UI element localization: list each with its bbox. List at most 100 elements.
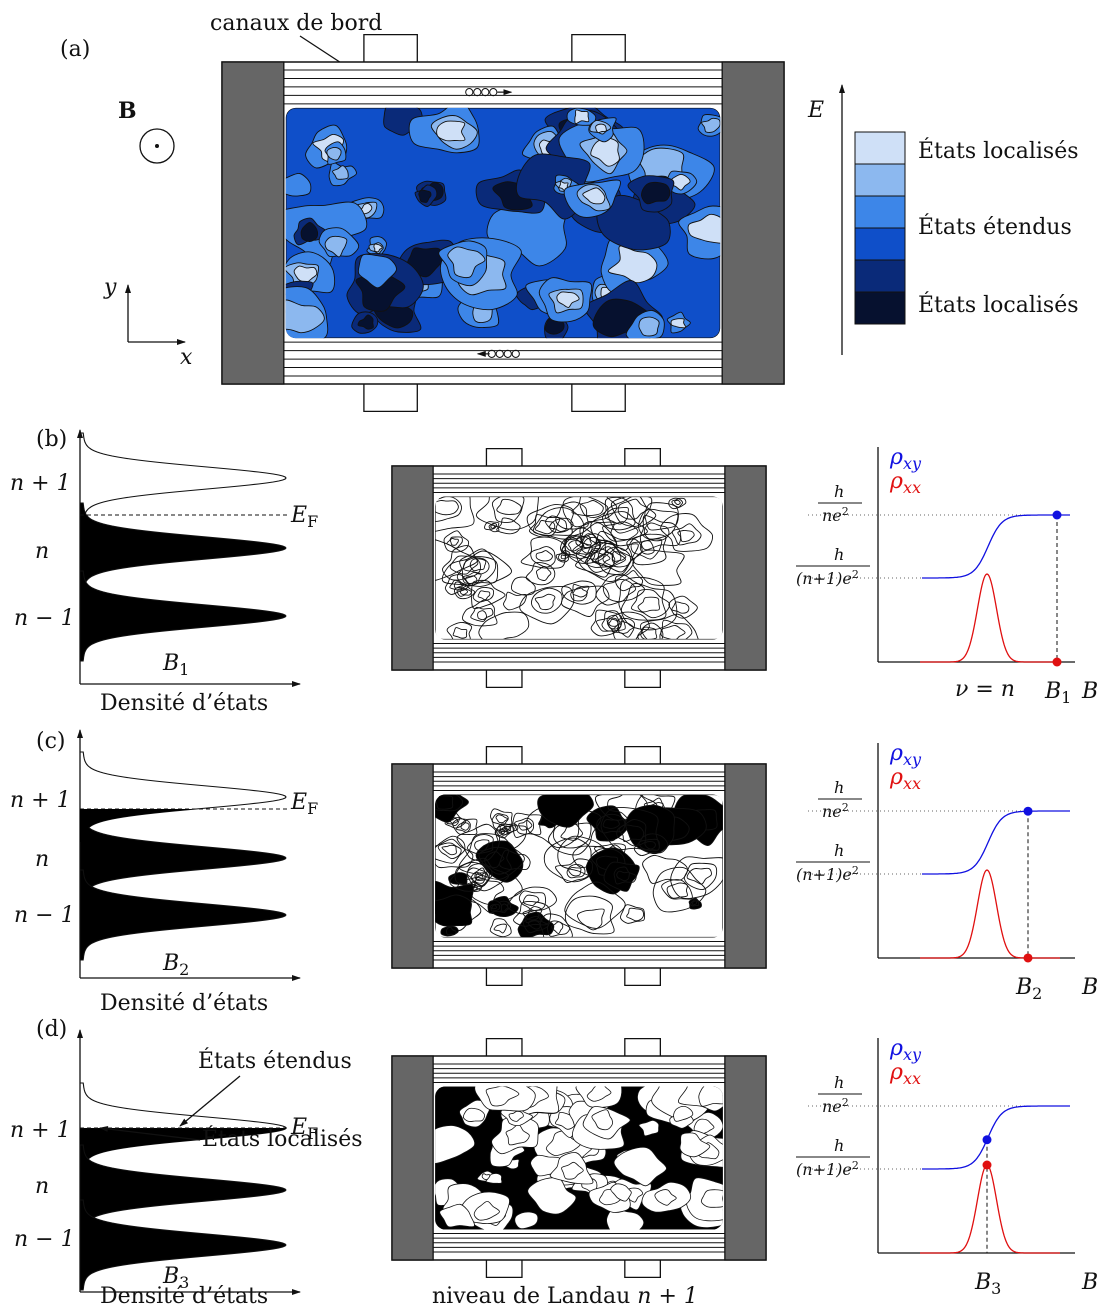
equipotential-contour <box>472 587 495 603</box>
equipotential-contour <box>595 551 615 568</box>
empty-island <box>527 1177 577 1215</box>
source-contact <box>221 61 285 385</box>
equipotential-contour <box>460 822 470 831</box>
drain-contact <box>724 1055 767 1261</box>
potential-hill <box>326 147 342 161</box>
equipotential-contour <box>465 575 478 585</box>
equipotential-contour <box>618 824 645 843</box>
equipotential-contour <box>640 613 700 640</box>
equipotential-contour <box>441 844 457 856</box>
potential-hill <box>293 265 318 283</box>
filled-puddle <box>616 870 630 882</box>
field-label-d: B3 <box>162 1264 189 1292</box>
extended-states-label: États étendus <box>198 1047 352 1074</box>
equipotential-contour <box>505 1124 530 1146</box>
rho-xy-marker <box>982 1135 992 1145</box>
drain-contact <box>721 61 785 385</box>
equipotential-contour <box>643 522 670 542</box>
equipotential-contour <box>563 537 585 552</box>
panel-b: (b) n + 1 n n − 1 EF B1 Densité d’états … <box>10 427 1098 716</box>
equipotential-contour <box>560 554 567 560</box>
fermi-label-b: EF <box>290 503 318 531</box>
equipotential-contour <box>561 585 610 617</box>
potential-hill <box>670 318 687 329</box>
equipotential-contour <box>477 610 488 621</box>
equipotential-contour <box>579 520 617 549</box>
voltage-probe-top <box>363 33 418 62</box>
cyclotron-orbit <box>503 349 512 358</box>
localized-states-label: États localisés <box>202 1125 363 1152</box>
legend-swatch <box>854 163 906 197</box>
level-n-c: n <box>35 847 49 872</box>
equipotential-contour <box>586 1086 612 1102</box>
equipotential-contour <box>616 621 634 634</box>
field-marker-label: B2 <box>1015 975 1042 1003</box>
rho-xy-label: ρxy <box>889 1036 922 1064</box>
legend-swatch <box>854 259 906 293</box>
equipotential-contour <box>693 1118 715 1135</box>
rho-xy-marker <box>1052 510 1062 520</box>
equipotential-contour <box>564 881 626 929</box>
equipotential-contour <box>534 593 556 611</box>
equipotential-contour <box>671 498 684 508</box>
equipotential-contour <box>639 515 682 551</box>
x-axis-label: x <box>180 345 193 370</box>
empty-island <box>514 1211 539 1230</box>
equipotential-contour <box>495 814 509 824</box>
field-label-b: B1 <box>162 651 189 679</box>
fermi-label-c: EF <box>290 790 318 818</box>
equipotential-contour <box>443 530 470 553</box>
equipotential-contour <box>579 535 592 546</box>
equipotential-contour <box>453 581 463 589</box>
empty-island <box>638 1119 660 1137</box>
potential-hill <box>285 172 312 197</box>
equipotential-contour <box>616 819 647 847</box>
cyclotron-orbit <box>489 88 498 97</box>
dos-plot-b <box>77 429 301 687</box>
filled-puddle <box>435 894 473 927</box>
equipotential-contour <box>610 496 653 527</box>
y-axis-label: y <box>103 275 117 300</box>
equipotential-contour <box>522 906 543 924</box>
voltage-probe-bottom <box>485 968 523 986</box>
equipotential-contour <box>561 580 597 605</box>
legend-swatch <box>854 227 906 261</box>
filled-puddle <box>445 926 457 936</box>
plateau-lower-denominator: (n+1)e2 <box>796 864 859 884</box>
level-n-minus-1-b: n − 1 <box>14 606 75 631</box>
potential-hill <box>638 316 660 337</box>
landau-level-peak-filled <box>79 812 287 904</box>
empty-island <box>582 1106 631 1140</box>
equipotential-contour <box>660 625 686 640</box>
level-n-d: n <box>35 1174 49 1199</box>
voltage-probe-bottom <box>363 384 418 413</box>
equipotential-contour <box>496 498 522 515</box>
plateau-lower-numerator: h <box>834 1136 844 1155</box>
equipotential-contour <box>535 550 553 562</box>
potential-hill <box>373 243 383 253</box>
equipotential-contour <box>449 537 459 546</box>
rho-xy-curve <box>922 514 1070 579</box>
dos-plot-d <box>77 1029 301 1295</box>
dos-plot-c <box>77 729 301 981</box>
equipotential-contour <box>470 867 488 884</box>
equipotential-contour <box>555 858 594 883</box>
equipotential-contour <box>495 823 528 850</box>
equipotential-contour <box>602 496 636 531</box>
magnetic-field-axis-label: B <box>1081 1270 1098 1295</box>
equipotential-contour <box>618 576 667 621</box>
potential-valley <box>641 181 671 205</box>
equipotential-contour <box>671 601 690 614</box>
equipotential-contour <box>595 573 645 606</box>
equipotential-contour <box>614 570 644 592</box>
empty-island <box>679 1132 711 1158</box>
equipotential-contour <box>575 533 597 549</box>
rho-xy-marker <box>1023 806 1033 816</box>
fermi-label-d: EF <box>290 1115 318 1143</box>
equipotential-contour <box>620 583 678 631</box>
equipotential-contour <box>456 556 499 587</box>
equipotential-contour <box>568 866 582 877</box>
empty-island <box>610 1183 632 1202</box>
drain-contact <box>724 763 767 969</box>
